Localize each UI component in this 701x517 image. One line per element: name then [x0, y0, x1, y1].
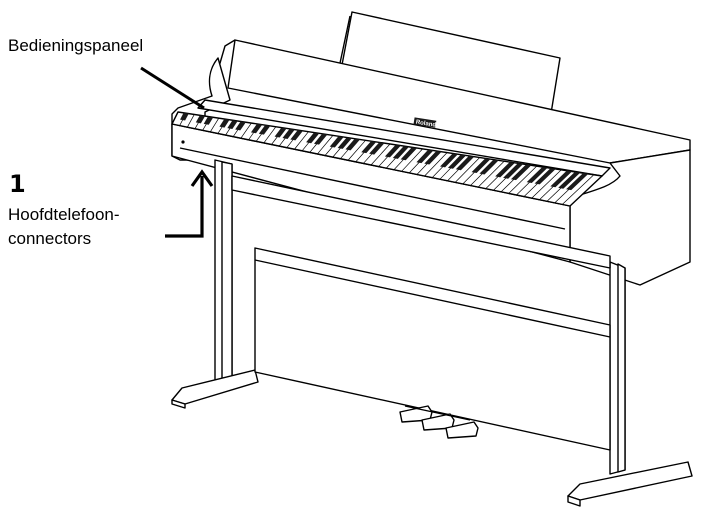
black-key: [235, 121, 246, 131]
lid-back-edge: [217, 39, 236, 71]
black-key: [282, 128, 295, 139]
black-key: [369, 142, 385, 155]
black-key: [534, 168, 556, 185]
white-key-edge: [294, 131, 309, 150]
black-key: [329, 136, 344, 148]
black-key: [503, 163, 524, 179]
white-key-edge: [454, 157, 480, 183]
headphone-connectors-label: Hoofdtelefoon- connectors: [8, 203, 120, 251]
front-panel-line: [254, 259, 611, 338]
white-key-edge: [263, 126, 277, 144]
black-key: [495, 162, 515, 178]
black-key: [219, 118, 230, 128]
right-cheek: [569, 149, 691, 286]
white-key-edge: [317, 135, 334, 155]
left-leg-face: [221, 161, 233, 381]
white-key-edge: [240, 122, 252, 139]
black-key: [447, 154, 466, 169]
black-key: [479, 159, 499, 175]
black-key: [440, 153, 458, 168]
step-number: 1: [9, 170, 26, 198]
right-leg-face: [617, 263, 626, 473]
black-key: [203, 116, 214, 125]
headphone-jack: [181, 140, 185, 144]
keyslip-line: [179, 147, 566, 230]
black-key: [566, 173, 589, 191]
front-panel: [254, 247, 611, 451]
white-key-edge: [347, 140, 366, 161]
black-key: [313, 133, 328, 145]
black-key: [384, 144, 401, 158]
black-key: [510, 164, 532, 181]
pedal-right: [445, 421, 479, 439]
black-key: [471, 158, 491, 174]
right-foot: [567, 461, 693, 501]
black-key: [526, 166, 548, 184]
headphone-arrow: [165, 169, 214, 238]
black-key: [227, 120, 238, 130]
white-key-edge: [187, 114, 195, 128]
black-key: [258, 125, 271, 135]
back-panel: [231, 175, 611, 269]
black-key: [274, 127, 287, 138]
left-foot-side: [171, 399, 186, 409]
black-key: [337, 137, 352, 149]
pedal-box: [404, 405, 471, 421]
control-panel-leader: [140, 66, 205, 110]
brand-plate: [413, 117, 437, 128]
white-key-edge: [562, 174, 595, 205]
black-key: [290, 130, 303, 141]
black-key: [455, 155, 475, 171]
right-foot-side: [567, 495, 581, 507]
white-key-edge: [209, 117, 220, 133]
white-key-edge: [424, 152, 448, 177]
white-key-edge: [401, 148, 423, 172]
white-key-edge: [508, 165, 538, 194]
brand-text: Roland: [415, 120, 436, 129]
black-key: [424, 150, 442, 165]
white-key-edge: [531, 169, 562, 199]
black-key: [361, 141, 377, 154]
black-key: [416, 149, 434, 164]
black-key: [250, 123, 263, 134]
black-keys: [180, 112, 589, 191]
black-key: [195, 115, 206, 124]
black-key: [558, 171, 581, 189]
headphone-label-line1: Hoofdtelefoon-: [8, 205, 120, 224]
black-key: [345, 138, 360, 151]
black-key: [550, 170, 572, 188]
white-key-edge: [370, 143, 391, 166]
black-key: [306, 132, 320, 144]
white-key-edge: [477, 160, 505, 188]
black-key: [180, 112, 189, 121]
control-panel-label: Bedieningspaneel: [8, 36, 144, 55]
headphone-label-line2: connectors: [8, 229, 92, 248]
black-key: [400, 147, 418, 161]
black-key: [392, 146, 409, 159]
